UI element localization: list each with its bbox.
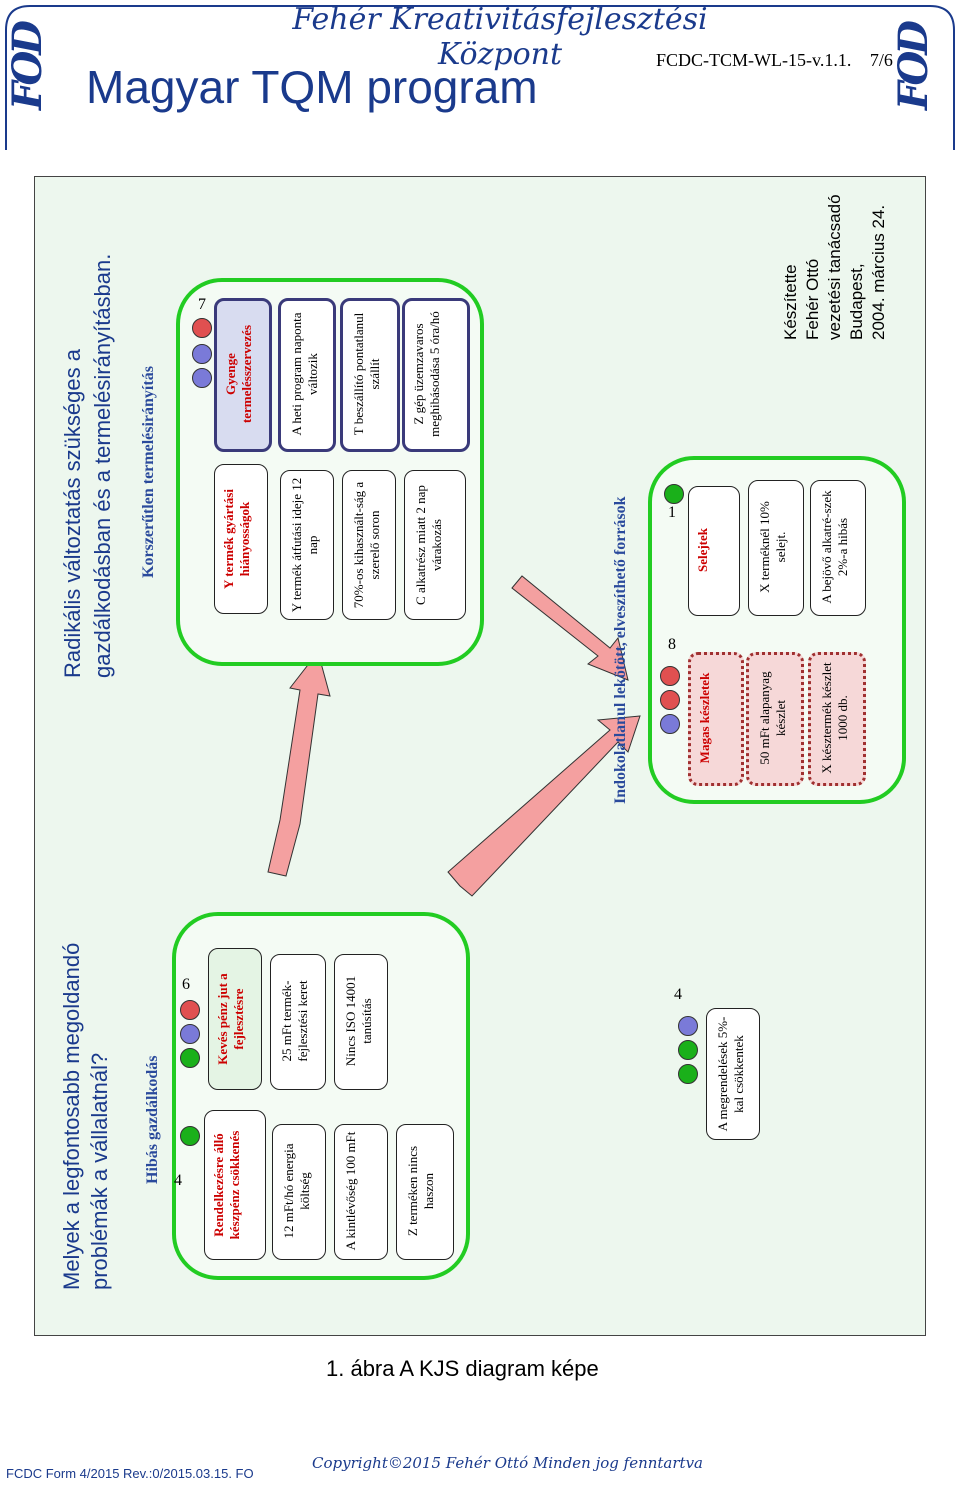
dot-green [180, 1126, 200, 1146]
doc-code-text: FCDC-TCM-WL-15-v.1.1. [656, 50, 852, 70]
card-indokolatlan-col1-title: Magas készletek [688, 652, 744, 786]
doc-code: FCDC-TCM-WL-15-v.1.1. 7/6 [656, 50, 893, 71]
group-korszerutlen-title: Korszerűtlen termelésirányítás [140, 366, 157, 578]
dot-green [678, 1064, 698, 1084]
header: FOD FOD Fehér Kreativitásfejlesztési Köz… [0, 0, 960, 158]
page-number: 7/6 [869, 50, 893, 70]
dot-red [660, 666, 680, 686]
group-hibas-title: Hibás gazdálkodás [144, 1055, 161, 1184]
header-ornament [5, 5, 955, 150]
dot-green [180, 1048, 200, 1068]
score-indokolatlan-col1: 8 [668, 636, 676, 653]
org-title: Fehér Kreativitásfejlesztési Központ [292, 2, 708, 72]
group-indokolatlan-title: Indokolatlanul lekötött, elveszíthető fo… [612, 496, 629, 804]
card-korszerutlen-col1-title: Y termék gyártási hiányosságok [214, 464, 268, 614]
card-indokolatlan-col1-item-1: 50 mFt alapanyag készlet [746, 652, 804, 786]
card-hibas-col1-title: Rendelkezésre álló készpénz csökkenés [204, 1110, 266, 1260]
author-line-3: vezetési tanácsadó [825, 194, 844, 340]
dot-green [664, 484, 684, 504]
card-indokolatlan-col2-item-1: X terméknél 10% selejt. [748, 480, 804, 616]
answer-text: Radikális változtatás szükséges a gazdál… [60, 253, 115, 678]
author-block: Készítette Fehér Ottó vezetési tanácsadó… [780, 194, 890, 340]
card-korszerutlen-col2-title: Gyenge termelésszervezés [214, 298, 272, 452]
dot-blue [678, 1016, 698, 1036]
card-korszerutlen-col2-item-3: Z gép üzemzavaros meghibásodása 5 óra/hó [402, 298, 470, 452]
score-orders: 4 [674, 986, 682, 1003]
arrow-to-korszerutlen-top [447, 715, 641, 897]
program-title: Magyar TQM program [86, 61, 538, 113]
card-korszerutlen-col1-item-3: C alkatrész miatt 2 nap várakozás [404, 470, 466, 620]
arrow-hibas-to-korszerutlen [267, 650, 331, 877]
dot-blue [192, 344, 212, 364]
card-indokolatlan-col1-item-2: X késztermék készlet 1000 db. [808, 652, 866, 786]
arrow-korszerutlen-to-indokolatlan [511, 575, 629, 681]
card-hibas-col2-item-2: Nincs ISO 14001 tanúsítás [334, 954, 388, 1090]
card-hibas-col1-item-3: Z terméken nincs haszon [396, 1124, 454, 1260]
copyright: Copyright©2015 Fehér Ottó Minden jog fen… [312, 1454, 703, 1472]
card-hibas-col1-item-2: A kintlévőség 100 mFt [334, 1124, 388, 1260]
form-code: FCDC Form 4/2015 Rev.:0/2015.03.15. FO [6, 1466, 254, 1481]
author-line-1: Készítette [781, 264, 800, 340]
dot-red [192, 318, 212, 338]
score-hibas-col1: 4 [174, 1172, 182, 1189]
figure-caption: 1. ábra A KJS diagram képe [326, 1356, 599, 1381]
card-korszerutlen-col2-item-2: T beszállító pontatlanul szállít [340, 298, 400, 452]
card-hibas-col2-title: Kevés pénz jut a fejlesztésre [208, 948, 262, 1090]
dot-blue [660, 714, 680, 734]
dot-blue [180, 1024, 200, 1044]
card-korszerutlen-col1-item-1: Y termék átfutási ideje 12 nap [280, 470, 334, 620]
card-indokolatlan-col2-item-2: A bejövő alkatré-szek 2%-a hibás [810, 480, 866, 616]
card-korszerutlen-col1-item-2: 70%-os kihasznált-ság a szerelő soron [342, 470, 396, 620]
score-indokolatlan-col2: 1 [668, 504, 676, 521]
score-korszerutlen-col2: 7 [198, 296, 206, 313]
card-hibas-col1-item-1: 12 mFt/hó energia költség [272, 1124, 326, 1260]
author-line-5: 2004. március 24. [869, 204, 888, 340]
question-text: Melyek a legfontosabb megoldandó problém… [59, 942, 112, 1290]
card-indokolatlan-col2-title: Selejtek [688, 486, 740, 616]
card-korszerutlen-col2-item-1: A heti program naponta változik [278, 298, 336, 452]
author-line-4: Budapest, [847, 263, 866, 340]
card-orders: A megrendelések 5%-kal csökkentek [706, 1008, 760, 1140]
dot-red [660, 690, 680, 710]
card-hibas-col2-item-1: 25 mFt termék-fejlesztési keret [270, 954, 326, 1090]
author-line-2: Fehér Ottó [803, 258, 822, 340]
score-hibas-col2: 6 [182, 976, 190, 993]
dot-green [678, 1040, 698, 1060]
dot-red [180, 1000, 200, 1020]
dot-blue [192, 368, 212, 388]
